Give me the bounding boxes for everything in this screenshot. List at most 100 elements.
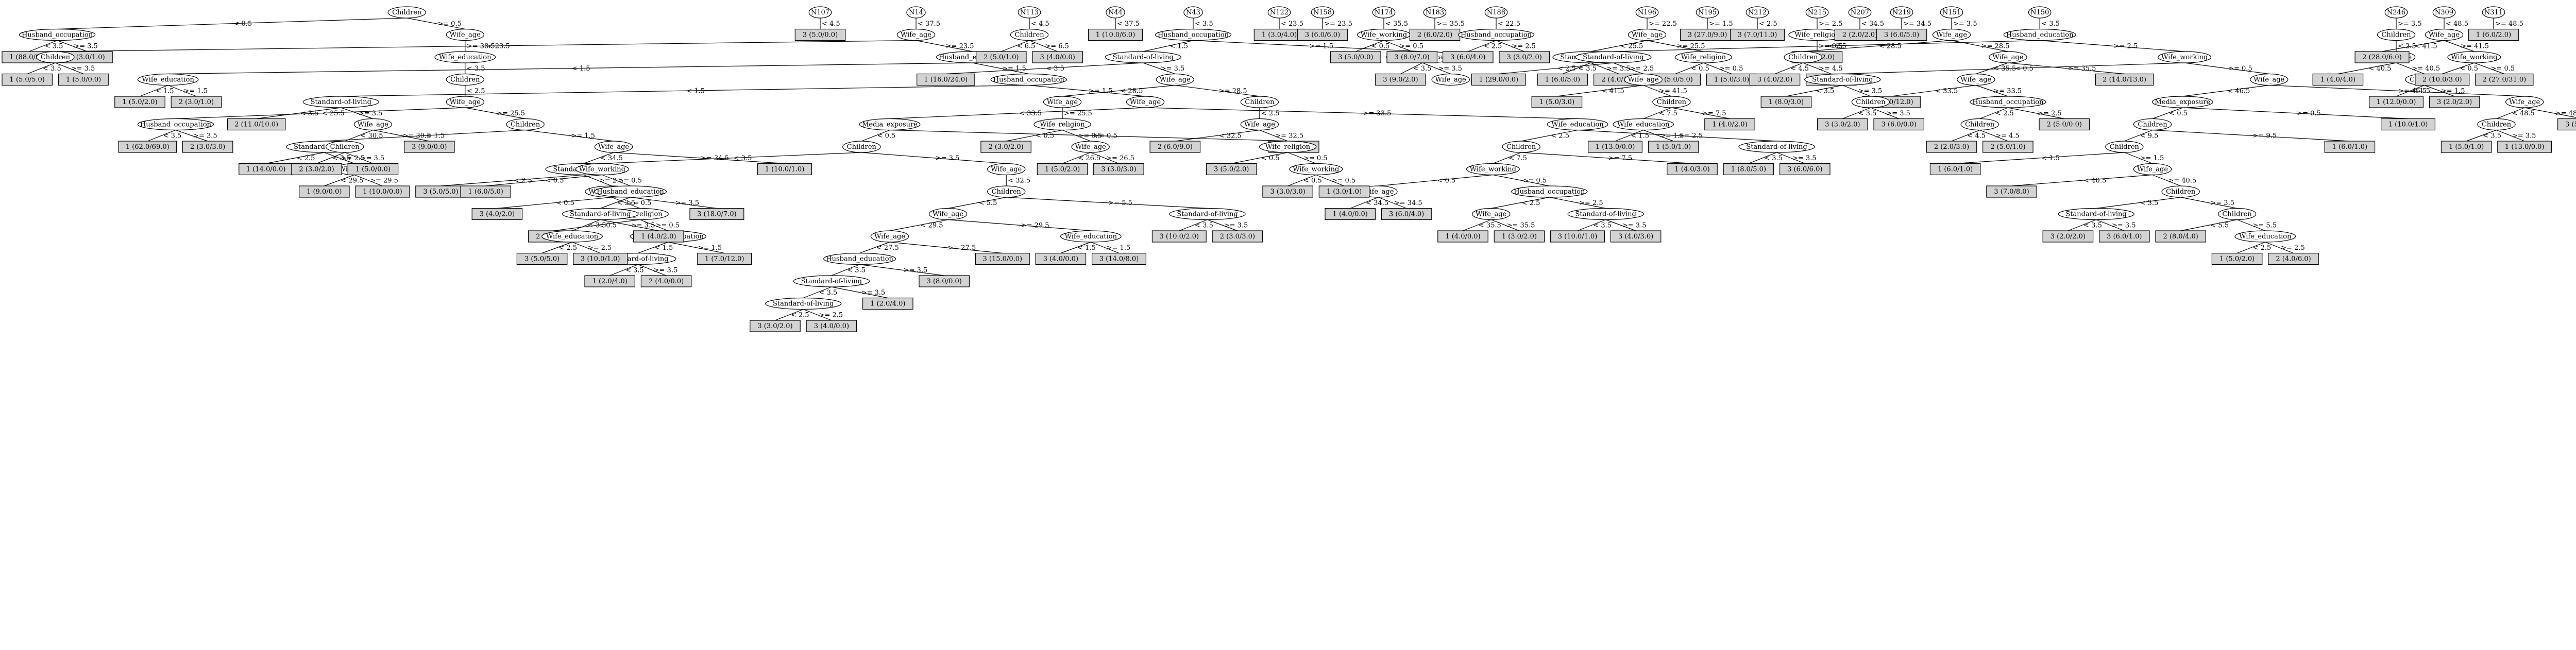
split-node-ellipse	[1043, 96, 1082, 108]
tree-edge: < 34.5	[583, 152, 623, 164]
tree-edge: >= 2.5	[2040, 40, 2185, 52]
split-node-wife-education: Wife_education	[434, 51, 496, 63]
edge-condition-label: < 3.5	[847, 266, 866, 274]
edge-condition-label: >= 2.5	[1630, 65, 1654, 73]
split-node-ellipse	[446, 96, 485, 108]
edge-condition-label: >= 34.5	[701, 155, 729, 162]
leaf-label: 1 (4.0/4.0)	[2320, 76, 2355, 84]
edge-condition-label: < 3.5	[734, 155, 752, 162]
split-node-wife-age: Wife_age	[446, 96, 485, 108]
tree-edge: >= 3.5	[1951, 18, 1977, 29]
tree-edge: < 3.5	[803, 286, 838, 299]
split-node-ellipse	[1851, 96, 1890, 108]
leaf-label: 1 (3.0/4.0)	[1262, 31, 1297, 39]
split-node-wife-religion: Wife_religion	[1033, 118, 1091, 131]
leaf-box	[2, 73, 53, 86]
tree-edge: < 0.5	[861, 129, 895, 142]
split-node-ellipse	[2505, 96, 2544, 108]
tree-edge: >= 33.5	[1145, 107, 1578, 119]
leaf-label: 1 (8.0/3.0)	[1769, 98, 1804, 106]
edge-condition-label: < 25.5	[322, 110, 345, 117]
split-node-label: N188	[1487, 9, 1505, 16]
leaf-node: 3 (2.0/2.0)	[2042, 230, 2094, 243]
split-node-ellipse	[562, 208, 639, 220]
edge-condition-label: < 0.5	[1261, 155, 1280, 162]
edge-condition-label: >= 23.5	[946, 42, 974, 50]
tree-edge: >= 3.5	[1842, 84, 1882, 97]
tree-edge: >= 0.5	[2182, 107, 2409, 119]
edge-condition-label: < 2.5	[467, 87, 485, 95]
edge-condition-label: >= 30.5	[403, 132, 431, 140]
edge-condition-label: < 1.5	[686, 87, 705, 95]
split-node-standard-of-living: Standard-of-living	[1738, 141, 1815, 153]
split-node-wife-age: Wife_age	[1628, 28, 1667, 41]
split-node-label: Children	[847, 143, 877, 151]
edge-condition-label: >= 0.5	[1819, 42, 1843, 50]
edge-condition-label: < 29.5	[921, 221, 943, 229]
edge-condition-label: >= 25.5	[1677, 42, 1705, 50]
leaf-box	[2042, 230, 2094, 243]
tree-edge: < 3.5	[29, 40, 63, 52]
tree-edge: >= 0.5	[889, 129, 1294, 142]
leaf-label: 3 (3.0/3.0)	[1270, 188, 1305, 196]
split-node-media-exposure: Media_exposure	[2152, 96, 2213, 108]
edge-condition-label: >= 3.5	[1161, 65, 1185, 73]
leaf-box	[573, 252, 628, 265]
tree-edge: >= 4.5	[1803, 62, 1843, 75]
leaf-label: 1 (16.0/24.0)	[924, 76, 968, 84]
tree-edge: >= 1.5	[1193, 40, 1423, 52]
leaf-box	[1151, 230, 1207, 243]
tree-edge: >= 41.5	[2444, 40, 2489, 52]
leaf-box	[1667, 163, 1718, 176]
leaf-box	[1876, 28, 1927, 41]
tree-edge: >= 1.5	[1643, 129, 1684, 142]
edge-condition-label: < 3.5	[819, 289, 838, 297]
edge-condition-label: < 3.5	[300, 110, 319, 117]
split-node-ellipse	[1431, 73, 1470, 86]
edge-condition-label: < 0.5	[2015, 65, 2033, 73]
leaf-label: 3 (18.0/7.0)	[697, 211, 737, 218]
leaf-box	[1212, 230, 1263, 243]
leaf-node: 2 (3.0/3.0)	[182, 141, 233, 153]
split-node-standard-of-living: Standard-of-living	[1105, 51, 1181, 63]
edge-condition-label: < 0.5	[233, 20, 252, 28]
leaf-box	[757, 163, 812, 176]
edge-condition-label: >= 28.5	[1219, 87, 1247, 95]
edge-condition-label: >= 0.5	[2228, 65, 2252, 73]
split-node-label: Standard-of-living	[773, 300, 834, 308]
leaf-box	[1982, 141, 2033, 153]
split-node-standard-of-living: Standard-of-living	[1804, 73, 1881, 86]
edge-condition-label: < 6.5	[1017, 42, 1036, 50]
split-node-label: Wife_age	[1160, 76, 1191, 84]
edge-condition-label: >= 2.5	[1819, 20, 1843, 28]
split-node-ellipse	[2152, 96, 2213, 108]
tree-edge: >= 2.5	[583, 174, 623, 186]
edge-condition-label: < 3.5	[1858, 110, 1877, 117]
leaf-node: 1 (10.0/1.0)	[2381, 118, 2436, 131]
leaf-label: 3 (5.0/2.0)	[2565, 121, 2576, 129]
split-node-ellipse	[1932, 28, 1971, 41]
tree-edge: < 48.5	[2444, 18, 2468, 29]
tree-edge: < 0.5	[1378, 174, 1493, 186]
leaf-node: 3 (6.0/0.0)	[1873, 118, 1925, 131]
split-node-husband-education: Husband_education	[594, 185, 667, 198]
split-node-label: Wife_age	[1047, 98, 1078, 106]
leaf-box	[460, 185, 512, 198]
leaf-node: 3 (4.0/0.0)	[1032, 51, 1083, 63]
split-node-children: Children	[987, 185, 1026, 198]
tree-edge: < 0.5	[497, 197, 612, 209]
split-node-ellipse	[2028, 6, 2052, 19]
split-node-ellipse	[1471, 208, 1511, 220]
split-node-label: Children	[992, 188, 1022, 196]
tree-edge: >= 1.5	[1707, 18, 1733, 29]
edge-condition-label: >= 0.5	[1332, 177, 1356, 184]
tree-edge: >= 28.5	[1175, 84, 1260, 97]
leaf-box	[2312, 73, 2364, 86]
leaf-node: 3 (3.0/3.0)	[1093, 163, 1144, 176]
tree-edge: < 3.5	[945, 62, 1143, 75]
split-node-ellipse	[823, 252, 896, 265]
split-node-ellipse	[446, 73, 485, 86]
leaf-node: 2 (2.0/3.0)	[1926, 141, 1977, 153]
split-node-n195: N195	[1696, 6, 1719, 19]
leaf-label: 3 (10.0/1.0)	[1558, 233, 1598, 241]
